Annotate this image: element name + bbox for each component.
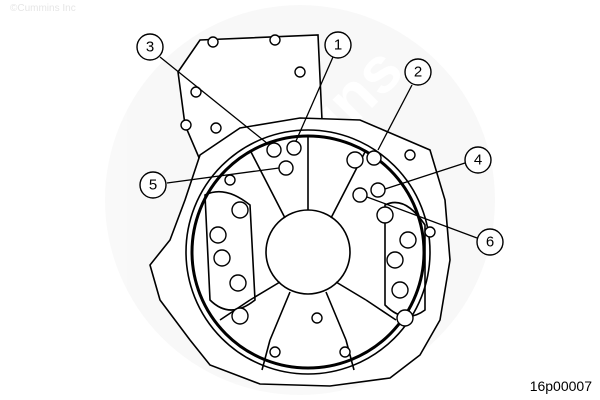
callout-2: 2 [404,58,432,86]
callout-4: 4 [464,146,492,174]
callout-1: 1 [324,31,352,59]
callout-3: 3 [136,33,164,61]
bolt-6 [352,187,368,203]
bolt-3 [266,142,282,158]
callout-6: 6 [476,228,504,256]
bolt-4 [370,182,386,198]
callouts: 1 2 3 4 5 6 [136,31,504,256]
bolt-5 [278,160,294,176]
figure-code: 16p00007 [529,378,592,394]
callout-2-label: 2 [414,64,422,81]
leader-lines [159,56,478,239]
bolts [180,34,436,358]
callout-1-label: 1 [334,37,342,54]
callout-6-label: 6 [486,234,494,251]
bolt-2 [366,150,382,166]
callout-5-label: 5 [149,177,157,194]
callout-4-label: 4 [474,152,482,169]
callout-5: 5 [139,171,167,199]
copyright-text: ©Cummins Inc [10,3,76,14]
callout-3-label: 3 [146,39,154,56]
bolt-1 [286,140,302,156]
